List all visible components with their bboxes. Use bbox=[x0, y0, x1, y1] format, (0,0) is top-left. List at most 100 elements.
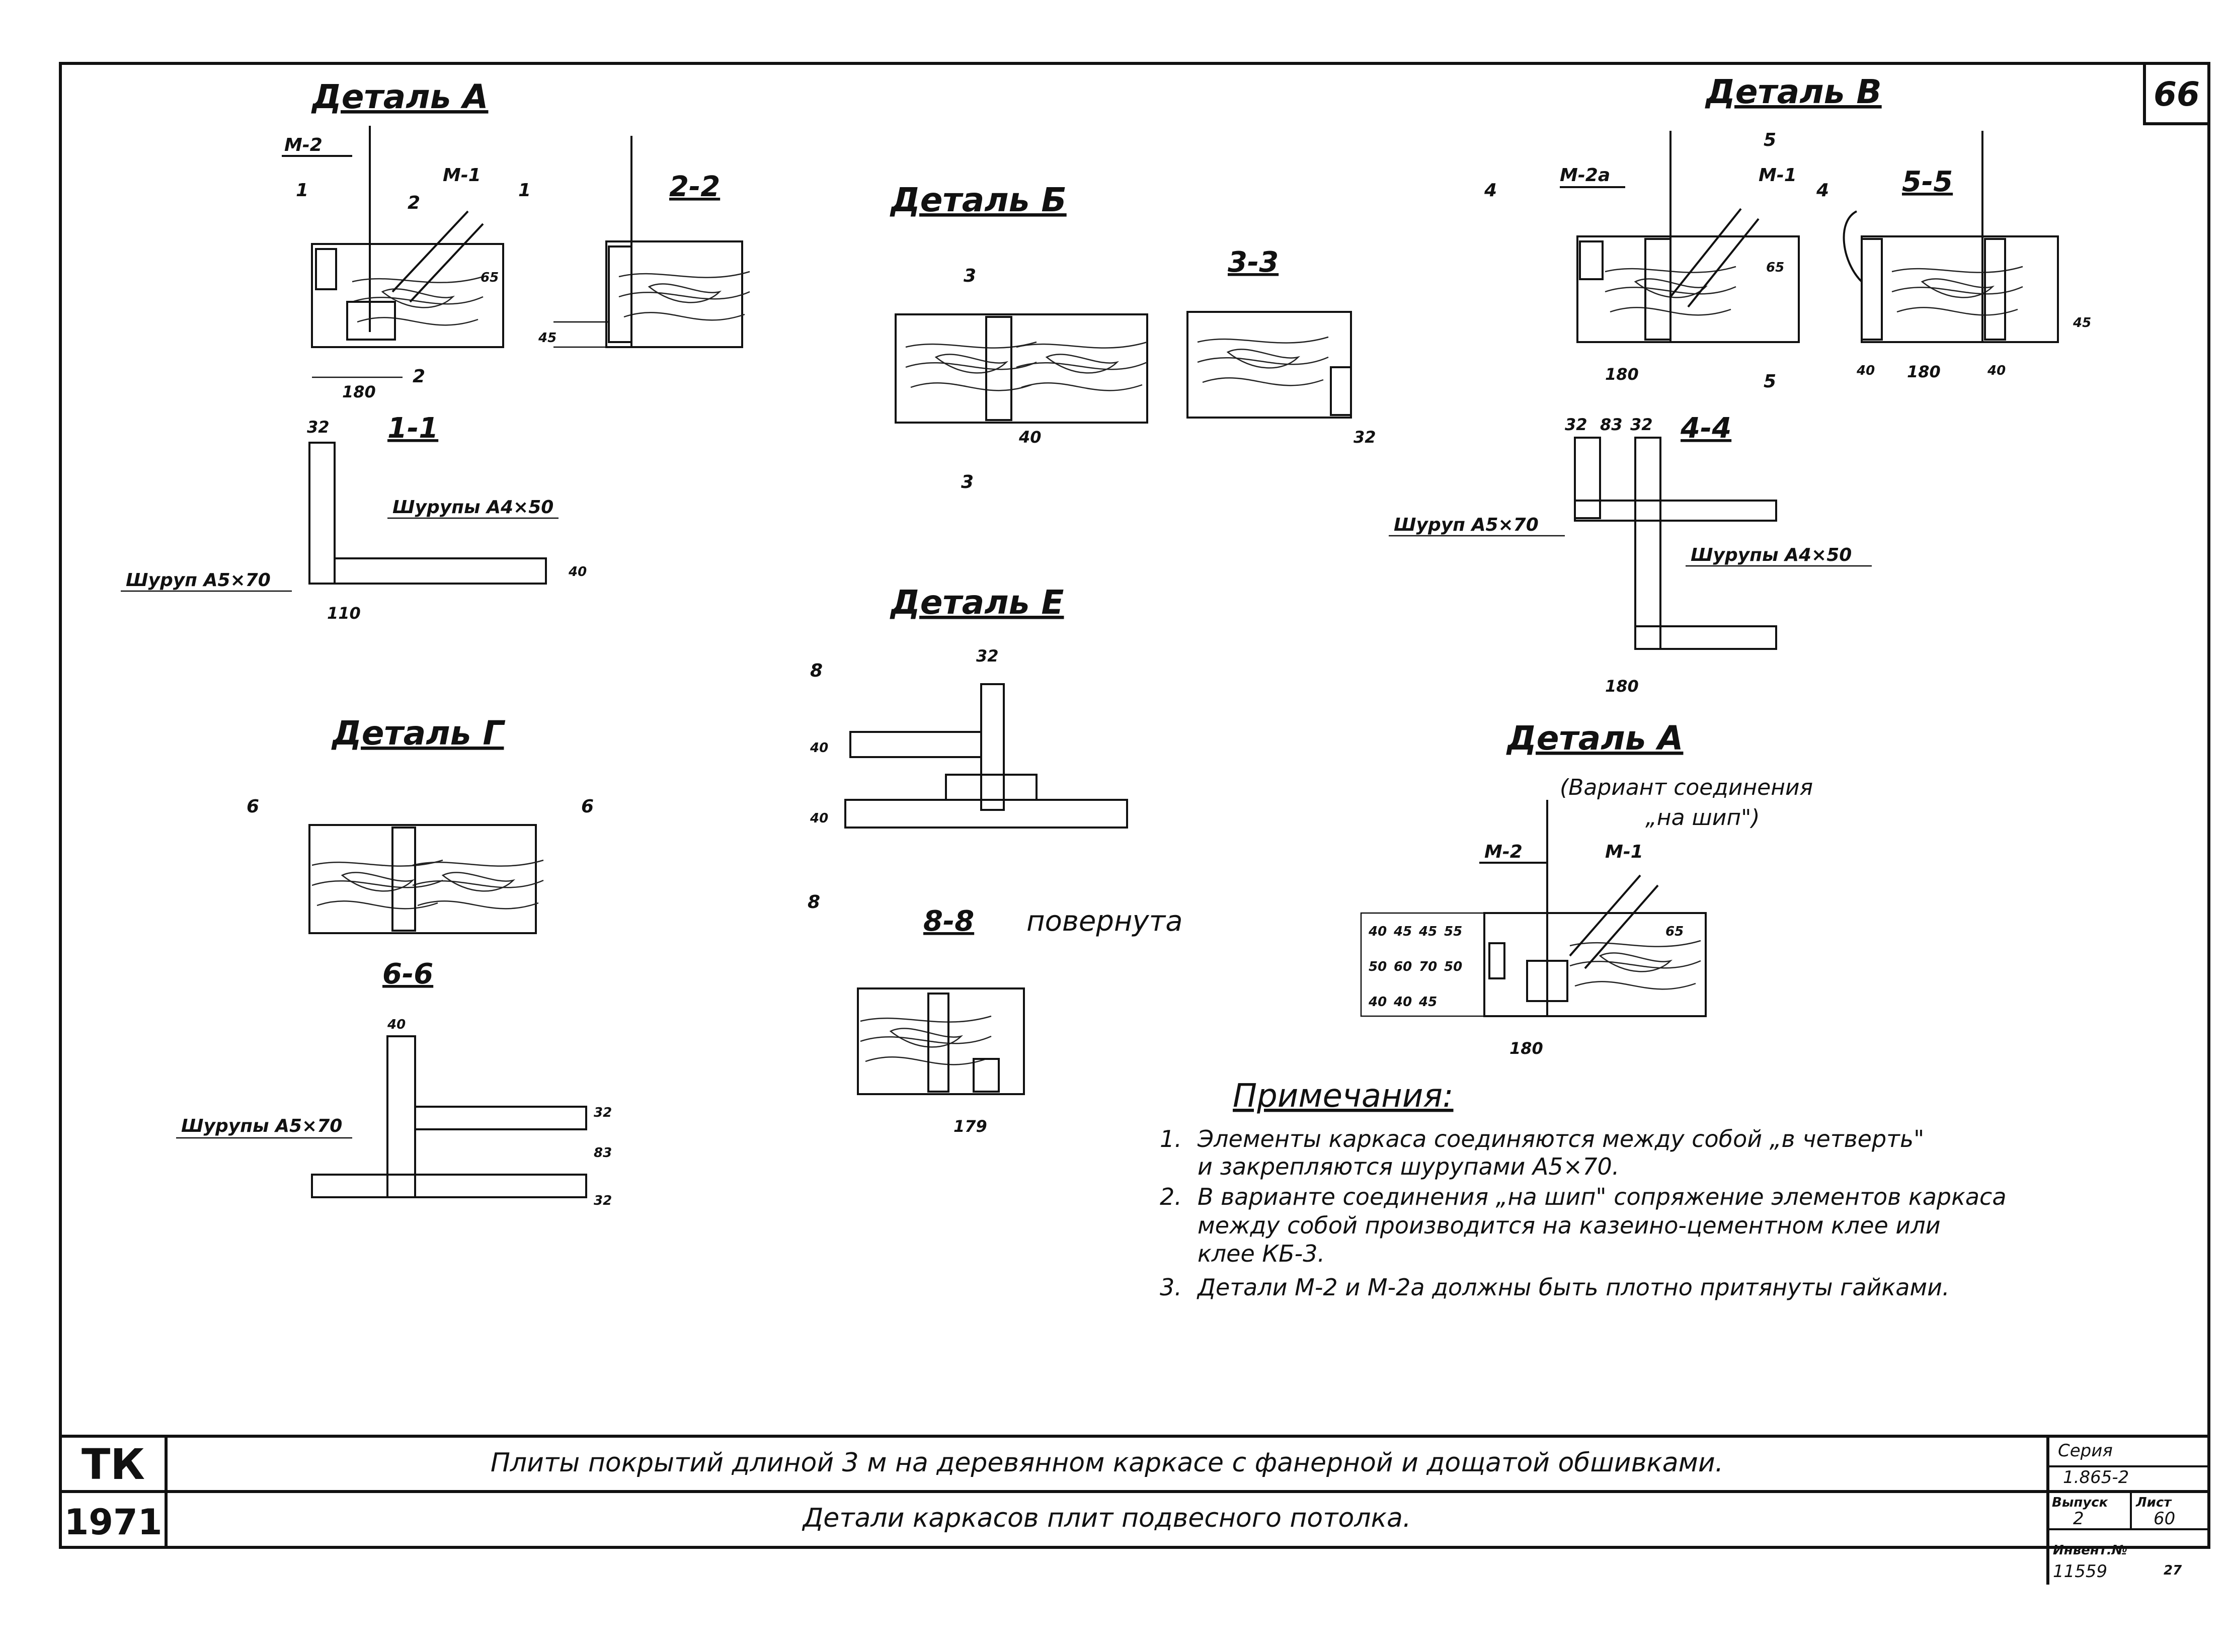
section-4-4-dim-32b: 32 bbox=[1630, 415, 1653, 434]
dim-col-6: 55 bbox=[1444, 924, 1462, 939]
sheet-label: Лист bbox=[2135, 1495, 2172, 1510]
detail-v-cut4-left: 4 bbox=[1484, 180, 1497, 201]
detail-v-dim-180: 180 bbox=[1605, 365, 1639, 384]
invent-extra: 27 bbox=[2164, 1563, 2182, 1578]
dim-col-2: 45 bbox=[1393, 924, 1412, 939]
section-1-1-screw-b: Шуруп А5×70 bbox=[126, 570, 271, 591]
detail-g-cut-left: 6 bbox=[247, 796, 259, 817]
section-5-5-dim-180: 180 bbox=[1907, 362, 1941, 381]
detail-a2-subtitle-2: „на шип") bbox=[1645, 805, 1760, 831]
detail-a2-dim-180: 180 bbox=[1509, 1039, 1543, 1058]
detail-v-cut5-top: 5 bbox=[1764, 130, 1776, 150]
detail-b-dim-40: 40 bbox=[1018, 428, 1042, 447]
detail-a-m1-label: М-1 bbox=[443, 165, 481, 186]
section-6-6-screws: Шурупы А5×70 bbox=[181, 1116, 342, 1136]
section-4-4-screw-a: Шуруп А5×70 bbox=[1394, 515, 1539, 535]
section-3-3-title: 3-3 bbox=[1228, 246, 1279, 279]
section-1-1-screws-a: Шурупы А4×50 bbox=[392, 497, 553, 518]
section-5-5-dim-45: 45 bbox=[2073, 315, 2091, 331]
section-4-4-dim-32a: 32 bbox=[1565, 415, 1587, 434]
title-line1: Плиты покрытий длиной 3 м на деревянном … bbox=[491, 1448, 1723, 1478]
section-3-3: 3-3 32 bbox=[1186, 246, 1376, 447]
dim-col-5: 70 bbox=[1419, 959, 1437, 974]
detail-e-dim-40a: 40 bbox=[810, 740, 828, 756]
detail-b-cut-bottom: 3 bbox=[961, 472, 974, 492]
sheet-border bbox=[59, 62, 2210, 1549]
section-4-4-dim-180: 180 bbox=[1605, 677, 1639, 696]
detail-a: Деталь А М-2 М-1 1 1 2 2 65 180 bbox=[282, 77, 531, 401]
detail-g-cut-right: 6 bbox=[581, 796, 594, 817]
section-8-8-title: 8-8 bbox=[923, 905, 974, 938]
detail-a2-m1-label: М-1 bbox=[1605, 842, 1643, 862]
section-6-6-dim-32a: 32 bbox=[594, 1105, 612, 1120]
section-4-4-dim-83: 83 bbox=[1600, 415, 1623, 434]
note-1-num: 1. bbox=[1160, 1125, 1182, 1152]
section-4-4-screws-b: Шурупы А4×50 bbox=[1691, 545, 1852, 565]
section-8-8-dim-179: 179 bbox=[953, 1117, 987, 1136]
detail-a-variant: Деталь А (Вариант соединения „на шип") М… bbox=[1360, 719, 1813, 1058]
section-4-4-title: 4-4 bbox=[1680, 412, 1731, 445]
note-2-line2: между собой производится на казеино-цеме… bbox=[1198, 1212, 1941, 1239]
section-1-1: 1-1 32 Шурупы А4×50 Шуруп А5×70 110 40 bbox=[121, 412, 587, 623]
section-5-5: 5-5 40 180 40 45 bbox=[1843, 131, 2091, 381]
detail-a-dim-180: 180 bbox=[342, 382, 376, 401]
detail-v-cut5-bottom: 5 bbox=[1764, 371, 1776, 392]
title-line2: Детали каркасов плит подвесного потолка. bbox=[802, 1503, 1411, 1533]
section-2-2-dim-45: 45 bbox=[538, 331, 556, 346]
section-6-6-dim-40: 40 bbox=[387, 1017, 406, 1032]
detail-a-cut2-top: 2 bbox=[408, 193, 420, 213]
note-1-line2: и закрепляются шурупами А5×70. bbox=[1198, 1153, 1619, 1180]
section-2-2-title: 2-2 bbox=[669, 171, 720, 203]
title-block: ТК 1971 Плиты покрытий длиной 3 м на дер… bbox=[60, 1435, 2209, 1585]
detail-g-title: Деталь Г bbox=[331, 714, 505, 753]
sheet-value: 60 bbox=[2154, 1509, 2175, 1529]
detail-b-title: Деталь Б bbox=[890, 181, 1067, 219]
detail-a-dim-65: 65 bbox=[481, 270, 499, 285]
detail-a2-m2-label: М-2 bbox=[1484, 842, 1523, 862]
detail-v-title: Деталь В bbox=[1705, 72, 1882, 111]
section-6-6-title: 6-6 bbox=[382, 958, 433, 990]
detail-e-dim-40b: 40 bbox=[810, 811, 828, 826]
detail-e-title: Деталь Е bbox=[890, 583, 1064, 622]
dim-col-10: 45 bbox=[1418, 995, 1437, 1010]
section-5-5-dim-40a: 40 bbox=[1856, 363, 1875, 378]
detail-a-cut2-bottom: 2 bbox=[413, 366, 425, 387]
series-label: Серия bbox=[2058, 1441, 2113, 1461]
section-8-8: 8-8 повернута 179 bbox=[857, 905, 1183, 1136]
dim-col-4: 45 bbox=[1418, 924, 1437, 939]
section-1-1-title: 1-1 bbox=[387, 412, 438, 445]
title-year: 1971 bbox=[64, 1502, 163, 1543]
detail-v-dim-65: 65 bbox=[1766, 260, 1784, 275]
detail-a2-title: Деталь А bbox=[1506, 719, 1683, 758]
note-3-line1: Детали М-2 и М-2а должны быть плотно при… bbox=[1197, 1274, 1950, 1301]
note-3-num: 3. bbox=[1160, 1274, 1182, 1301]
detail-v-m1-label: М-1 bbox=[1759, 165, 1797, 186]
section-5-5-title: 5-5 bbox=[1902, 166, 1953, 198]
section-5-5-dim-40b: 40 bbox=[1987, 363, 2006, 378]
section-3-3-dim-32: 32 bbox=[1354, 428, 1376, 447]
title-org: ТК bbox=[82, 1440, 145, 1489]
note-1-line1: Элементы каркаса соединяются между собой… bbox=[1197, 1125, 1924, 1152]
detail-v-m2a-label: М-2а bbox=[1560, 165, 1610, 186]
notes: Примечания: 1. Элементы каркаса соединяю… bbox=[1160, 1078, 2007, 1301]
dim-col-0: 40 bbox=[1368, 924, 1387, 939]
detail-e-cut-top: 8 bbox=[810, 660, 823, 681]
invent-label: Инвент.№ bbox=[2053, 1543, 2127, 1558]
section-2-2: 2-2 45 bbox=[538, 136, 751, 348]
detail-a-m2-label: М-2 bbox=[284, 135, 323, 155]
dim-col-8: 40 bbox=[1368, 995, 1387, 1010]
series-value: 1.865-2 bbox=[2063, 1467, 2129, 1488]
detail-e-cut-bottom: 8 bbox=[808, 892, 820, 913]
dim-col-7: 50 bbox=[1444, 959, 1462, 974]
detail-a2-dim-65: 65 bbox=[1665, 924, 1684, 939]
note-2-line3: клее КБ-3. bbox=[1198, 1240, 1325, 1267]
detail-a2-subtitle-1: (Вариант соединения bbox=[1560, 775, 1813, 800]
notes-heading: Примечания: bbox=[1233, 1078, 1454, 1115]
section-4-4: 4-4 32 83 32 Шуруп А5×70 Шурупы А4×50 18… bbox=[1389, 412, 1872, 696]
detail-a-title: Деталь А bbox=[311, 77, 488, 116]
issue-label: Выпуск bbox=[2052, 1495, 2109, 1510]
section-6-6-dim-83: 83 bbox=[594, 1145, 612, 1161]
section-6-6-dim-32b: 32 bbox=[594, 1193, 612, 1208]
detail-e: Деталь Е 8 32 40 40 8 bbox=[808, 583, 1128, 913]
